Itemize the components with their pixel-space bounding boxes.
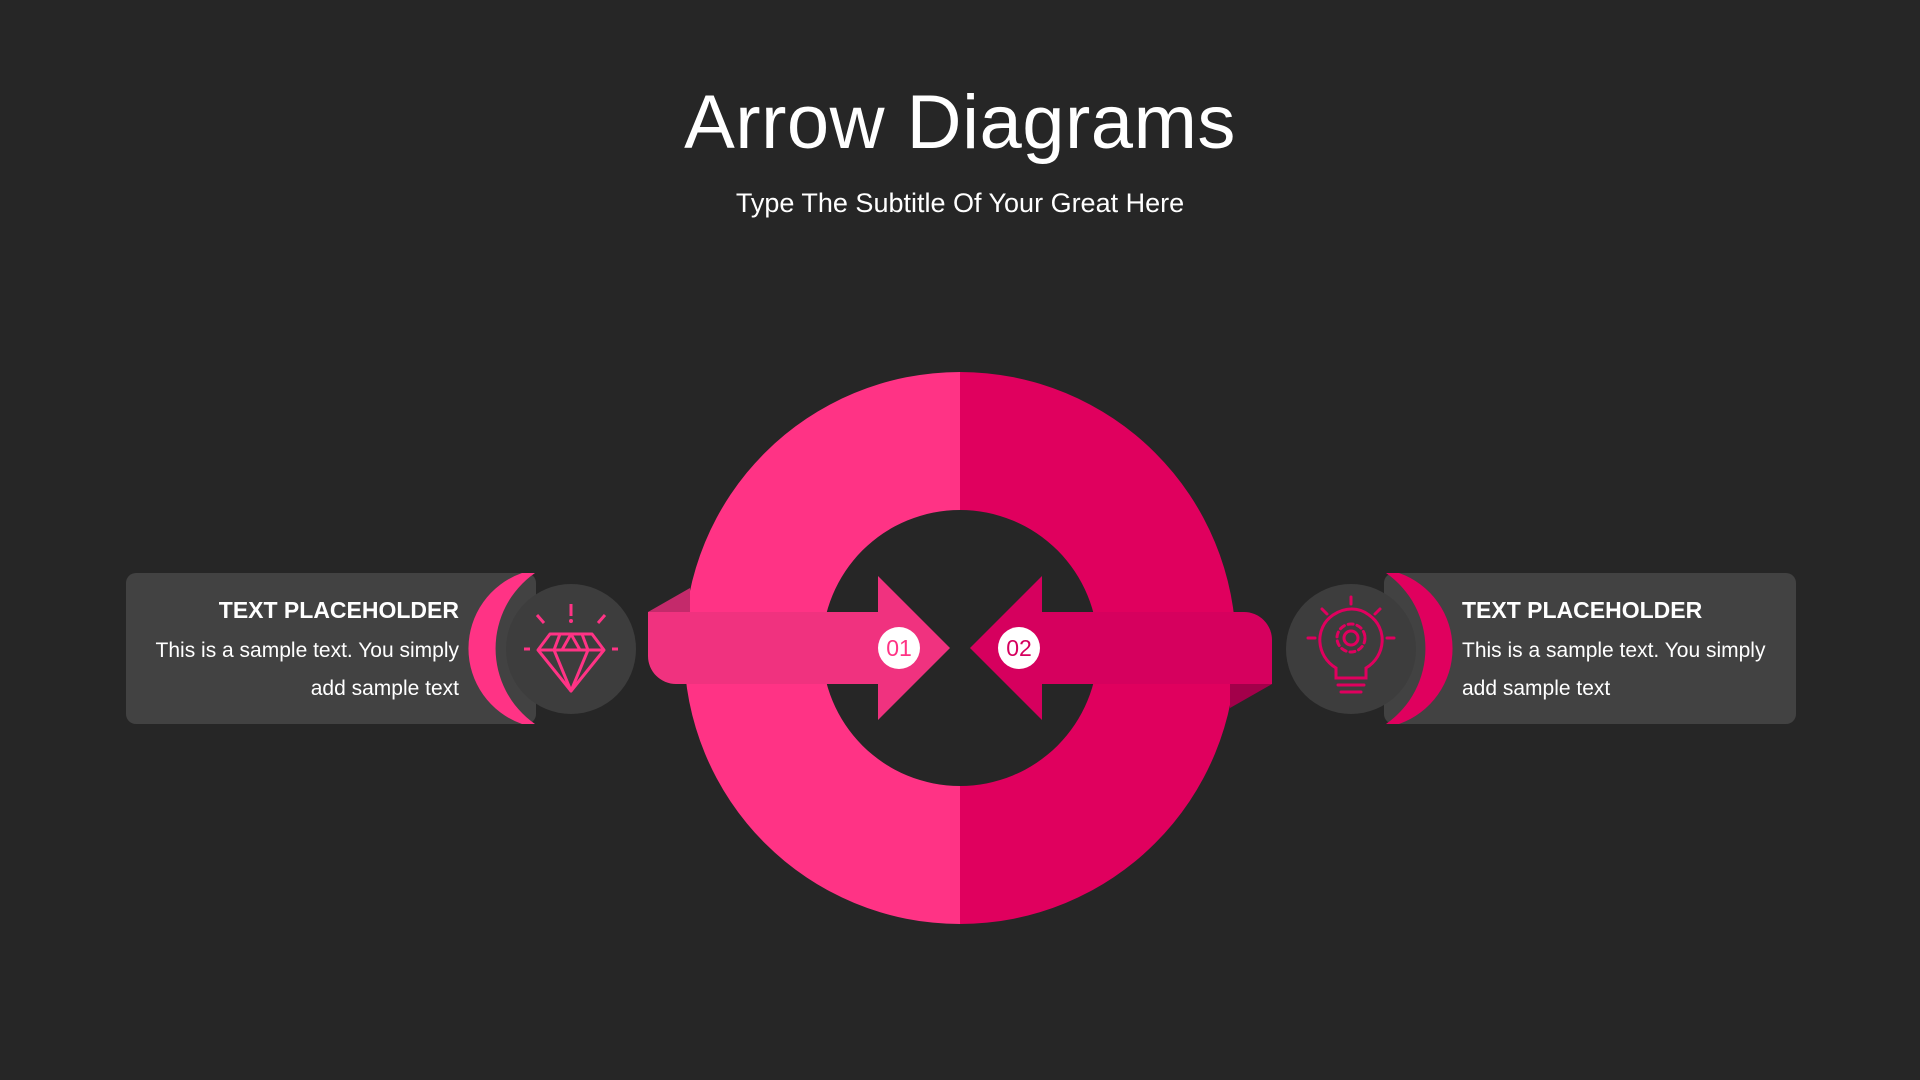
- step-01-text: TEXT PLACEHOLDER This is a sample text. …: [150, 596, 459, 708]
- step-02-heading: TEXT PLACEHOLDER: [1462, 597, 1703, 623]
- arrow-02: [970, 576, 1272, 720]
- right-arrow-fold: [1230, 684, 1272, 708]
- arrow-01: [648, 576, 950, 720]
- step-01-number: 01: [886, 635, 912, 661]
- left-panel: [126, 573, 536, 724]
- left-arrow-fold: [648, 588, 690, 612]
- diamond-icon: [524, 604, 618, 693]
- step-02-text: TEXT PLACEHOLDER This is a sample text. …: [1462, 596, 1792, 708]
- page-title: Arrow Diagrams: [684, 80, 1236, 165]
- step-01-badge: [878, 627, 920, 669]
- step-02-badge: [998, 627, 1040, 669]
- step-01-body: This is a sample text. You simply add sa…: [155, 639, 459, 700]
- left-accent-arc: [468, 573, 535, 724]
- lightbulb-gear-icon: [1306, 595, 1396, 694]
- page-subtitle: Type The Subtitle Of Your Great Here: [735, 188, 1185, 218]
- step-01-heading: TEXT PLACEHOLDER: [218, 597, 459, 623]
- right-icon-circle: [1286, 584, 1416, 714]
- right-panel: [1384, 573, 1796, 724]
- right-accent-arc: [1386, 573, 1453, 724]
- diamond-icon-dot: [569, 619, 573, 623]
- step-02-body: This is a sample text. You simply add sa…: [1462, 639, 1766, 700]
- step-02-number: 02: [1006, 635, 1032, 661]
